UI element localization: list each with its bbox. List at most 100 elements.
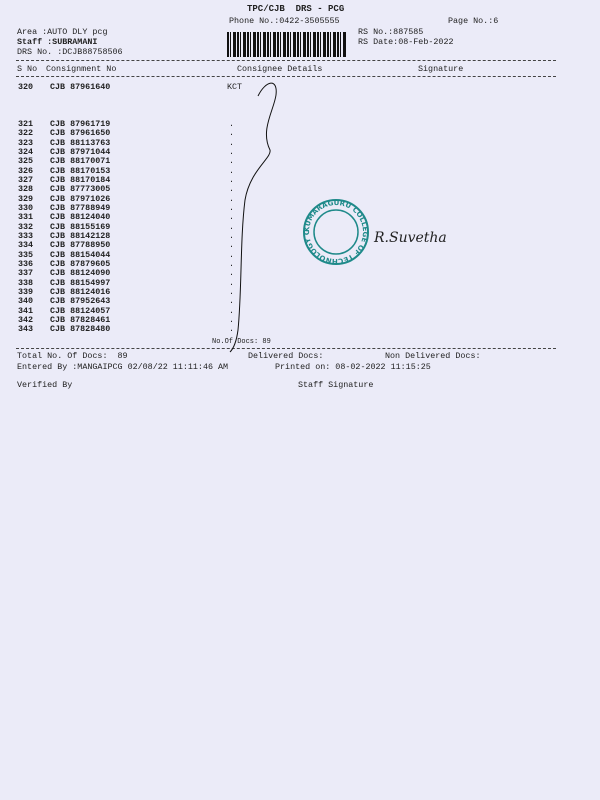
row-consignee-dot: . [229, 174, 235, 185]
row-sno: 339 [18, 286, 34, 297]
row-consignee-dot: . [229, 221, 235, 232]
row-sno: 337 [18, 268, 34, 279]
row-sno: 323 [18, 137, 34, 148]
row-consignee-dot: . [229, 165, 235, 176]
row-sno: 321 [18, 119, 34, 129]
signature-line [229, 82, 277, 353]
row-sno: 326 [18, 165, 34, 176]
row-consignee-dot: . [229, 202, 235, 213]
table-row: 332 CJB 88155169. [18, 221, 248, 232]
row-consignment: CJB 88155169 [50, 221, 111, 232]
divider [16, 60, 556, 61]
row-consignee-dot: . [229, 156, 235, 167]
staff: Staff :SUBRAMANI [17, 37, 98, 47]
total-docs: Total No. Of Docs: 89 [17, 351, 128, 361]
row-consignee-dot: . [229, 212, 235, 223]
row-consignment: CJB 87828480 [50, 324, 111, 335]
row-consignee-dot: . [229, 324, 235, 335]
col-sno: S No [17, 64, 38, 74]
row-consignee-dot: . [229, 305, 235, 316]
row-consignment: CJB 88142128 [50, 230, 111, 241]
first-row-sno: 320 [18, 82, 34, 92]
table-row: 330 CJB 87788949. [18, 202, 248, 213]
row-consignee-dot: . [229, 296, 235, 307]
table-row: 324 CJB 87971044. [18, 146, 248, 157]
row-sno: 325 [18, 156, 34, 167]
row-consignee-dot: . [229, 268, 235, 279]
row-consignee-dot: . [229, 277, 235, 288]
row-sno: 329 [18, 193, 34, 204]
row-consignee-dot: . [229, 146, 235, 157]
table-row: 325 CJB 88170071. [18, 157, 248, 166]
table-row: 341 CJB 88124057. [18, 305, 248, 316]
row-consignment: CJB 88124040 [50, 212, 111, 223]
row-sno: 338 [18, 277, 34, 288]
rs-number: RS No.:887585 [358, 27, 424, 37]
row-consignment: CJB 88124057 [50, 305, 111, 316]
row-consignment: CJB 87952643 [50, 296, 111, 307]
row-consignee-dot: . [229, 193, 235, 204]
phone: Phone No.:0422-3505555 [229, 16, 340, 26]
rs-date: RS Date:08-Feb-2022 [358, 37, 454, 47]
row-consignment: CJB 88113763 [50, 137, 111, 148]
table-row: 331 CJB 88124040. [18, 213, 248, 222]
row-consignee-dot: . [229, 128, 235, 139]
entered-by: Entered By :MANGAIPCG 02/08/22 11:11:46 … [17, 362, 229, 372]
row-consignment: CJB 88154997 [50, 277, 111, 288]
table-row: 333 CJB 88142128. [18, 230, 248, 241]
row-consignment: CJB 88154044 [50, 249, 111, 260]
row-sno: 332 [18, 221, 34, 232]
row-consignee-dot: . [229, 249, 235, 260]
table-row: 338 CJB 88154997. [18, 277, 248, 288]
first-row-consignee: KCT [227, 82, 243, 92]
row-consignee-dot: . [229, 184, 235, 195]
row-consignment: CJB 87879605 [50, 258, 111, 269]
printed-on: Printed on: 08-02-2022 11:15:25 [275, 362, 431, 372]
doc-title: TPC/CJB DRS - PCG [247, 4, 345, 14]
row-consignment: CJB 88124090 [50, 268, 111, 279]
non-delivered-docs: Non Delivered Docs: [385, 351, 481, 361]
row-sno: 334 [18, 240, 34, 251]
area: Area :AUTO DLY pcg [17, 27, 108, 37]
row-sno: 324 [18, 146, 34, 157]
row-consignment: CJB 87828461 [50, 314, 111, 325]
no-of-docs: No.Of Docs: 89 [212, 338, 271, 346]
row-sno: 342 [18, 314, 34, 325]
row-sno: 331 [18, 212, 34, 223]
row-sno: 343 [18, 324, 34, 335]
college-stamp: KUMARAGURU COLLEGE OF TECHNOLOGY CBE-49 [303, 199, 369, 265]
table-row: 323 CJB 88113763. [18, 137, 248, 148]
row-sno: 336 [18, 258, 34, 269]
divider [16, 76, 556, 77]
col-consignee: Consignee Details [237, 64, 323, 74]
row-consignee-dot: . [229, 230, 235, 241]
row-consignee-dot: . [229, 137, 235, 148]
row-consignee-dot: . [229, 240, 235, 251]
row-sno: 330 [18, 202, 34, 213]
row-consignment: CJB 88170071 [50, 156, 111, 167]
verified-by: Verified By [17, 380, 73, 390]
stamp-text: KUMARAGURU COLLEGE OF TECHNOLOGY CBE-49 [303, 199, 369, 265]
row-consignment: CJB 87971044 [50, 146, 111, 157]
row-consignee-dot: . [229, 119, 235, 129]
row-consignment: CJB 87961650 [50, 128, 111, 139]
row-consignment: CJB 87788949 [50, 202, 111, 213]
page-number: Page No.:6 [448, 16, 499, 26]
row-consignee-dot: . [229, 286, 235, 297]
row-sno: 341 [18, 305, 34, 316]
row-sno: 333 [18, 230, 34, 241]
drs-number: DRS No. :DCJB88758506 [17, 47, 123, 57]
